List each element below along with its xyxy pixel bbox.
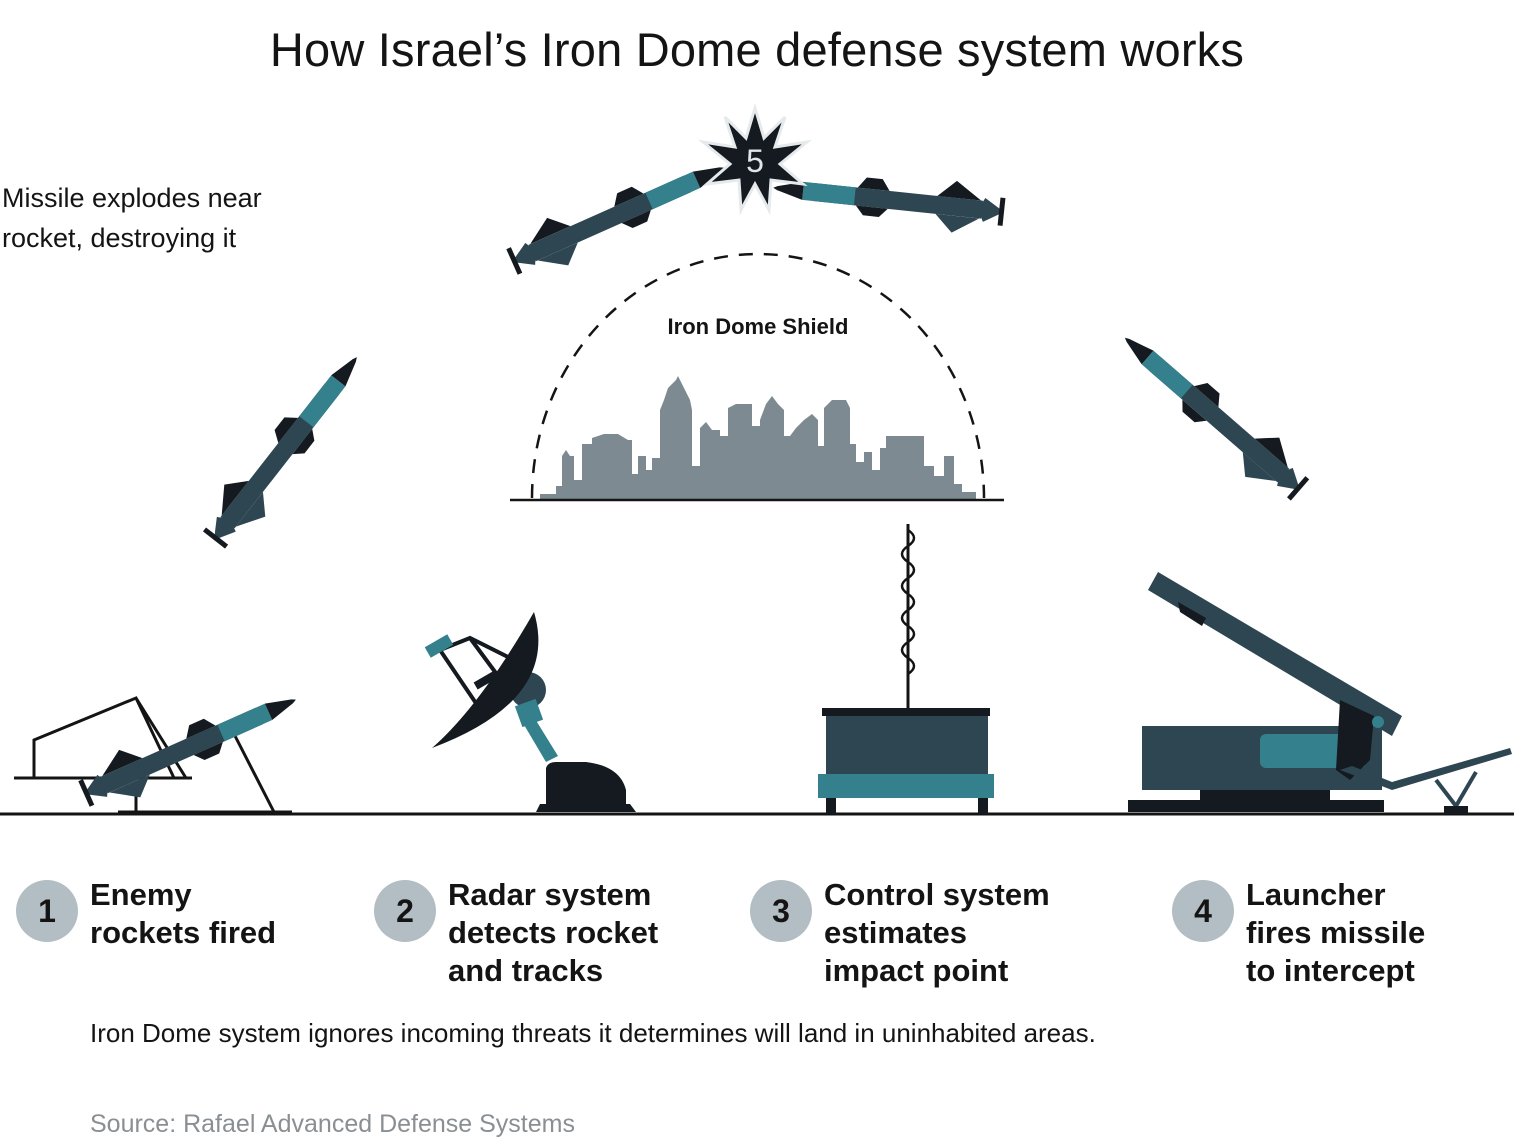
step-2-badge: 2 [374, 880, 436, 942]
step-2: 2 Radar system detects rocket and tracks [374, 876, 658, 990]
radar-dish [424, 612, 636, 812]
city-skyline [540, 376, 976, 500]
control-station [818, 524, 994, 814]
enemy-rocket-in-flight [193, 341, 378, 557]
step-5-line: rocket, destroying it [2, 223, 237, 253]
explosion-icon: 5 [697, 102, 813, 216]
step-1: 1 Enemy rockets fired [16, 876, 276, 952]
step-1-text: Enemy rockets fired [90, 876, 276, 952]
interceptor-missile-top-left [501, 143, 735, 286]
step-1-line: rockets fired [90, 915, 277, 950]
step-4-badge: 4 [1172, 880, 1234, 942]
step-2-text: Radar system detects rocket and tracks [448, 876, 658, 990]
interceptor-missile-in-flight [1107, 318, 1318, 510]
enemy-rocket-on-launcher [73, 675, 307, 818]
step-4-line: to intercept [1246, 953, 1415, 988]
step-3-badge: 3 [750, 880, 812, 942]
step-3-line: impact point [824, 953, 1009, 988]
step-2-line: Radar system [448, 877, 652, 912]
step-4: 4 Launcher fires missile to intercept [1172, 876, 1425, 990]
step-3-text: Control system estimates impact point [824, 876, 1050, 990]
step-4-line: fires missile [1246, 915, 1426, 950]
footnote: Iron Dome system ignores incoming threat… [90, 1018, 1096, 1048]
step-4-text: Launcher fires missile to intercept [1246, 876, 1425, 990]
step-5-line: Missile explodes near [2, 183, 262, 213]
step-3-line: Control system [824, 877, 1050, 912]
enemy-rocket-launcher [14, 696, 292, 814]
step-1-badge: 1 [16, 880, 78, 942]
step-3-line: estimates [824, 915, 968, 950]
source-credit: Source: Rafael Advanced Defense Systems [90, 1110, 575, 1138]
step-5-callout: Missile explodes near rocket, destroying… [2, 178, 262, 258]
step-2-line: detects rocket [448, 915, 659, 950]
shield-label: Iron Dome Shield [667, 314, 849, 339]
enemy-rocket-top-right [770, 161, 1007, 238]
page-title: How Israel’s Iron Dome defense system wo… [269, 23, 1245, 76]
step-3: 3 Control system estimates impact point [750, 876, 1050, 990]
step-4-line: Launcher [1246, 877, 1386, 912]
interceptor-launcher [1128, 572, 1512, 814]
step-1-line: Enemy [90, 877, 192, 912]
step-2-line: and tracks [448, 953, 604, 988]
explosion-step-number: 5 [746, 143, 764, 179]
